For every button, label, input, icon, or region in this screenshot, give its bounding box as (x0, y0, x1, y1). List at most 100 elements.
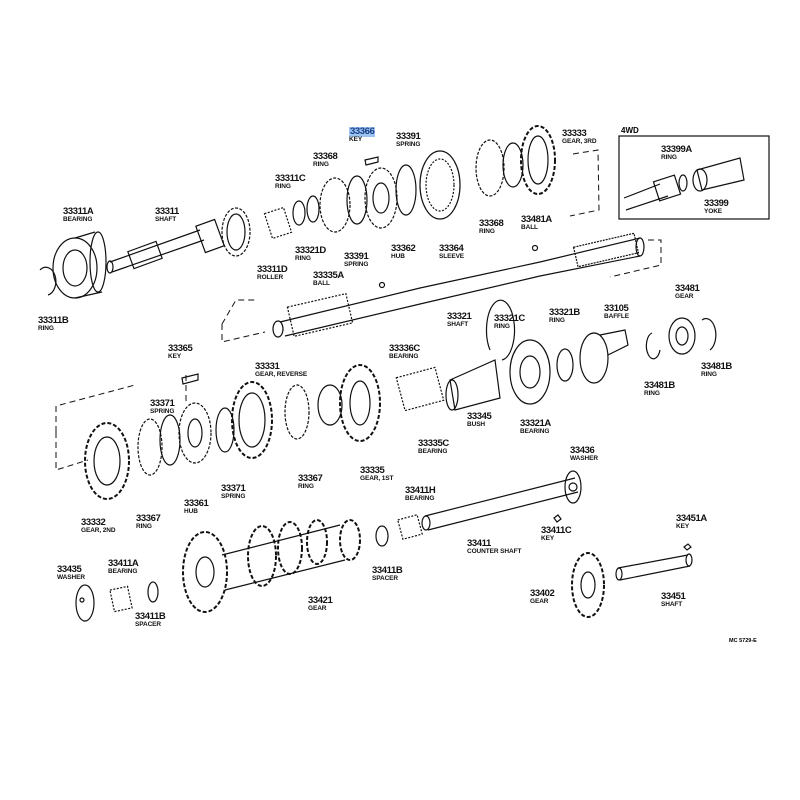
spring-33391-b (395, 164, 417, 216)
part-number: 33365 (168, 343, 193, 354)
part-name: BEARING (520, 427, 550, 435)
output-shaft-33321 (272, 232, 645, 338)
part-number: 33321 (447, 311, 472, 322)
part-number: 33399 (704, 198, 729, 209)
washer-33436 (564, 470, 582, 504)
part-name: BEARING (405, 494, 435, 502)
part-name: SPACER (372, 574, 399, 582)
part-number: 33481A (521, 214, 552, 225)
part-name: ROLLER (257, 273, 284, 281)
part-name: SPRING (221, 492, 246, 500)
bearing-33311a (52, 231, 107, 299)
ring-33311c (292, 200, 306, 226)
part-number: 33411A (108, 558, 139, 569)
part-number: 33336C (389, 343, 420, 354)
washer-33435 (75, 584, 95, 622)
part-number: 33451A (676, 513, 707, 524)
input-shaft (106, 207, 251, 274)
part-name: RING (313, 160, 329, 168)
part-number: 33335C (418, 438, 449, 449)
ball-33335a (378, 281, 386, 289)
ring-33311b (39, 266, 57, 296)
part-number: 33399A (661, 144, 692, 155)
part-name: GEAR (308, 604, 327, 612)
part-number: 33367 (298, 473, 323, 484)
spring-33391 (346, 175, 368, 225)
spring-33371-b (215, 407, 235, 453)
part-number: 33311 (155, 206, 179, 217)
gear-1st-33335 (339, 364, 381, 442)
part-name: BAFFLE (604, 312, 630, 320)
part-number: 33321D (295, 245, 326, 256)
part-name: RING (701, 370, 717, 378)
part-name: RING (275, 182, 291, 190)
roller-33311d (263, 206, 293, 240)
part-name: BEARING (389, 352, 419, 360)
part-number: 33411C (541, 525, 572, 536)
spacer-33411b (375, 525, 389, 547)
ring-33321c (485, 299, 516, 361)
part-number: 33361 (184, 498, 209, 509)
hub-33361 (178, 402, 212, 464)
part-number: 33481 (675, 283, 700, 294)
part-number: 33411 (467, 538, 491, 549)
gear-reverse-33331 (231, 381, 273, 459)
part-number: 33371 (221, 483, 246, 494)
part-name: GEAR (675, 292, 694, 300)
part-name: RING (295, 254, 311, 262)
part-name: SPRING (396, 140, 421, 148)
spring-33371 (159, 414, 181, 466)
key-33451a (683, 543, 692, 551)
